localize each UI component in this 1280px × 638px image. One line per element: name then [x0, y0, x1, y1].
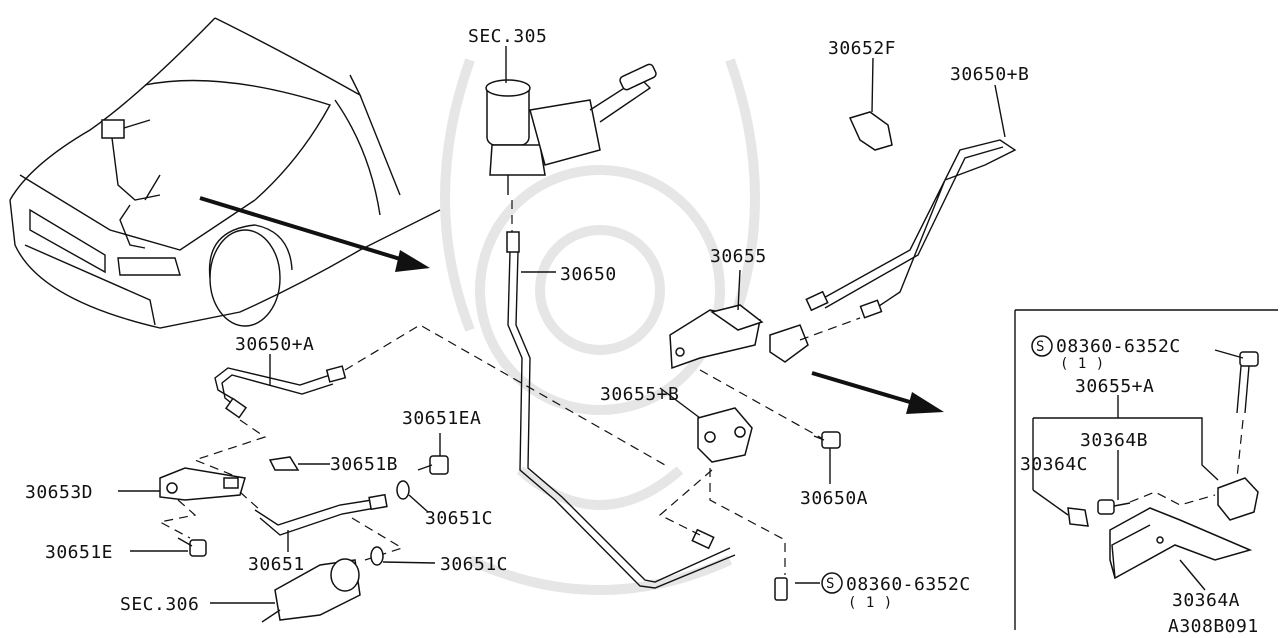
label-30653d: 30653D [25, 482, 93, 503]
label-30655: 30655 [710, 246, 767, 267]
clutch-pipe-30650b [805, 84, 1017, 319]
clutch-pipe-30650 [506, 231, 736, 589]
label-30364c: 30364C [1020, 454, 1088, 475]
label-30650: 30650 [560, 264, 617, 285]
bolt-08360-6352c [774, 572, 843, 601]
bracket-30655 [669, 269, 861, 441]
s-symbol-inset: S [1036, 339, 1045, 355]
arrow-bracket-to-inset [811, 371, 944, 414]
label-30651ea: 30651EA [402, 408, 481, 429]
label-bolt-main-qty: ( 1 ) [848, 595, 893, 611]
diagram-id: A308B091 [1168, 616, 1259, 637]
bracket-30655b [658, 387, 786, 575]
watermark-emblem [440, 58, 760, 595]
label-30651c-lower: 30651C [440, 554, 508, 575]
label-30650a-bolt: 30650A [800, 488, 868, 509]
label-30655a: 30655+A [1075, 376, 1154, 397]
washer-30651c-lower [370, 546, 436, 566]
label-30364b: 30364B [1080, 430, 1148, 451]
bolt-30651ea [417, 433, 449, 475]
label-bolt-main: 08360-6352C [846, 574, 971, 595]
label-30650a-hose: 30650+A [235, 334, 314, 355]
s-symbol-main: S [826, 576, 835, 592]
label-30364a: 30364A [1172, 590, 1240, 611]
clutch-hose-30651 [239, 491, 404, 561]
bracket-30653d [118, 467, 246, 539]
label-bolt-inset-qty: ( 1 ) [1060, 356, 1105, 372]
arrow-car-to-detail [199, 196, 430, 272]
callout-labels: SEC.305 30652F 30650+B 30650 30655 30650… [25, 26, 1259, 637]
bolt-30651e [130, 537, 207, 557]
inset-detail-box [1014, 309, 1278, 630]
clutch-hose-30650a [193, 324, 666, 481]
label-30652f: 30652F [828, 38, 896, 59]
label-30650b: 30650+B [950, 64, 1029, 85]
label-sec-306: SEC.306 [120, 594, 199, 615]
car-outline-illustration [9, 17, 441, 329]
label-30651c-upper: 30651C [425, 508, 493, 529]
label-sec-305: SEC.305 [468, 26, 547, 47]
clutch-slave-cylinder [210, 558, 361, 623]
clip-30652f [848, 57, 893, 151]
label-30651b: 30651B [330, 454, 398, 475]
label-30651e: 30651E [45, 542, 113, 563]
bolt-30650a [813, 431, 841, 484]
clutch-master-cylinder [485, 63, 657, 232]
label-30655b: 30655+B [600, 384, 679, 405]
label-30651: 30651 [248, 554, 305, 575]
label-bolt-inset: 08360-6352C [1056, 336, 1181, 357]
washer-30651c-upper [396, 480, 429, 513]
clip-30651b [268, 456, 330, 471]
